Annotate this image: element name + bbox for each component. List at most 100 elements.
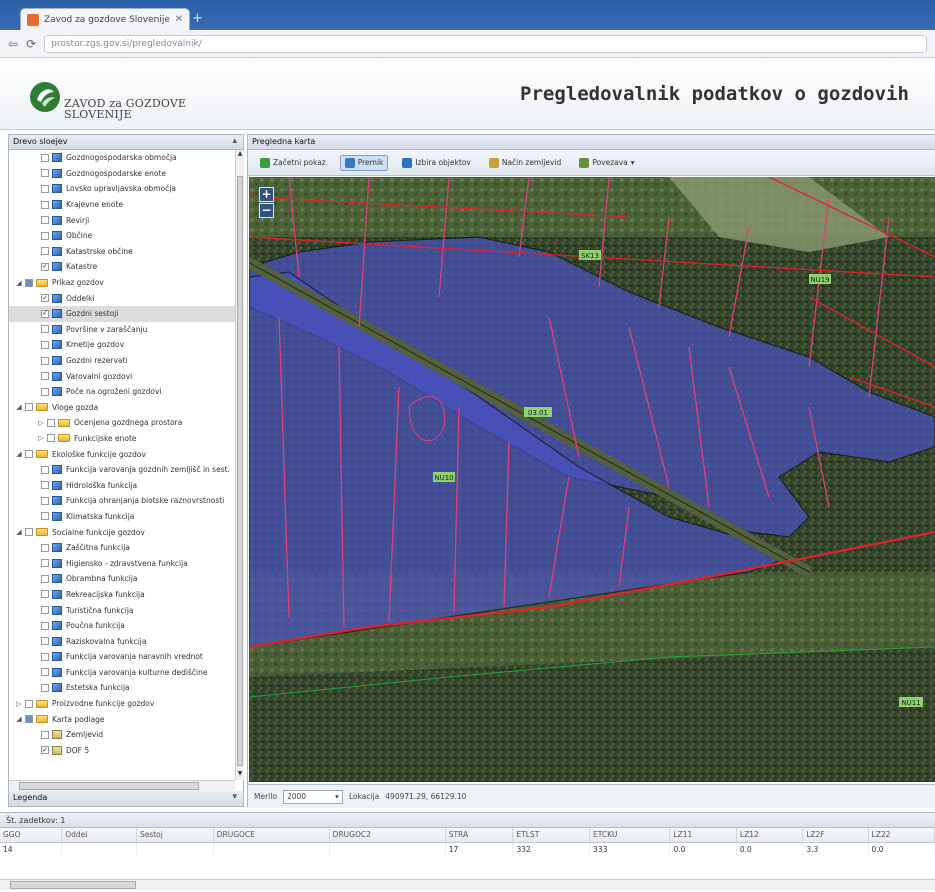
close-tab-icon[interactable]: ✕ <box>174 14 183 25</box>
expanded-arrow-icon[interactable]: ◢ <box>16 450 22 459</box>
column-header[interactable]: Oddel <box>61 828 137 843</box>
layer-checkbox[interactable]: ✓ <box>41 745 49 755</box>
layer-checkbox[interactable] <box>41 606 49 615</box>
chevron-down-icon[interactable]: ▾ <box>335 792 339 801</box>
layer-checkbox[interactable] <box>41 184 49 193</box>
layer-tree-item[interactable]: Gozdnogospodarske enote <box>9 166 235 182</box>
layer-checkbox[interactable] <box>41 668 49 677</box>
layer-checkbox[interactable] <box>41 465 49 474</box>
layer-checkbox[interactable] <box>41 652 49 661</box>
toolbar-button-measure[interactable]: Način zemljevid <box>485 156 565 170</box>
layer-checkbox[interactable] <box>41 356 49 365</box>
layer-checkbox[interactable] <box>25 699 33 708</box>
layer-tree-item[interactable]: Hidrološka funkcija <box>9 477 235 493</box>
column-header[interactable]: LZ12 <box>736 828 804 843</box>
collapsed-arrow-icon[interactable]: ▷ <box>16 699 22 708</box>
layer-tree-item[interactable]: Estetska funkcija <box>9 680 235 696</box>
layer-checkbox[interactable] <box>41 730 49 739</box>
layer-checkbox[interactable] <box>41 231 49 240</box>
layer-tree-item[interactable]: ▷Proizvodne funkcije gozdov <box>9 696 235 712</box>
layer-tree-item[interactable]: Lovsko upravljavska območja <box>9 181 235 197</box>
layer-checkbox[interactable] <box>25 450 33 459</box>
scale-select[interactable]: 2000 ▾ <box>282 789 343 804</box>
column-header[interactable]: ETLST <box>512 828 591 843</box>
layer-tree-item[interactable]: Gozdni rezervati <box>9 353 235 369</box>
scroll-down-icon[interactable]: ▼ <box>237 770 243 777</box>
tree-horizontal-scrollbar[interactable] <box>9 780 235 791</box>
layer-tree-item[interactable]: ◢Prikaz gozdov <box>9 275 235 291</box>
layer-tree-item[interactable]: Varovalni gozdovi <box>9 368 235 384</box>
layer-tree-item[interactable]: Klimatska funkcija <box>9 509 235 525</box>
column-header[interactable]: ETCKU <box>589 828 671 843</box>
layer-checkbox[interactable] <box>41 216 49 225</box>
column-header[interactable]: DRUGOCE <box>213 828 330 843</box>
layer-checkbox[interactable] <box>41 512 49 521</box>
browser-tab[interactable]: Zavod za gozdove Slovenije ✕ <box>20 8 190 30</box>
layer-tree-item[interactable]: Poučna funkcija <box>9 618 235 634</box>
layer-checkbox[interactable] <box>41 200 49 209</box>
layer-checkbox[interactable] <box>41 621 49 630</box>
layer-checkbox[interactable] <box>25 528 33 537</box>
zoom-in-button[interactable]: + <box>259 187 274 202</box>
expanded-arrow-icon[interactable]: ◢ <box>16 403 22 412</box>
layer-tree-item[interactable]: Obrambna funkcija <box>9 571 235 587</box>
layer-tree-item[interactable]: Kmetije gozdov <box>9 337 235 353</box>
column-header[interactable]: LZ2F <box>802 828 869 843</box>
layer-checkbox[interactable] <box>41 340 49 349</box>
layer-tree-item[interactable]: ◢Karta podlage <box>9 711 235 727</box>
layer-checkbox[interactable] <box>41 683 49 692</box>
layer-tree-item[interactable]: Revirji <box>9 212 235 228</box>
layer-tree-item[interactable]: ◢Socialne funkcije gozdov <box>9 524 235 540</box>
layer-tree-header[interactable]: Drevo sloejev ▴ <box>9 135 243 150</box>
layer-checkbox[interactable] <box>41 637 49 646</box>
layer-tree-item[interactable]: ✓Oddelki <box>9 290 235 306</box>
layer-checkbox[interactable]: ✓ <box>41 293 49 303</box>
results-scroll-thumb[interactable] <box>10 881 136 889</box>
layer-checkbox[interactable] <box>41 153 49 162</box>
expanded-arrow-icon[interactable]: ◢ <box>16 528 22 537</box>
column-header[interactable]: STRA <box>445 828 514 843</box>
legend-header[interactable]: Legenda ▾ <box>9 791 243 807</box>
layer-tree-item[interactable]: Funkcija varovanja naravnih vrednot <box>9 649 235 665</box>
layer-checkbox[interactable] <box>41 247 49 256</box>
layer-checkbox[interactable] <box>41 543 49 552</box>
scroll-thumb[interactable] <box>237 176 243 766</box>
layer-tree-item[interactable]: Zaščitna funkcija <box>9 540 235 556</box>
collapse-icon[interactable]: ▴ <box>232 136 237 146</box>
layer-checkbox[interactable] <box>41 559 49 568</box>
back-arrow-icon[interactable]: ⇦ <box>8 36 19 51</box>
layer-tree-item[interactable]: Funkcija ohranjanja biotske raznovrstnos… <box>9 493 235 509</box>
layer-tree-item[interactable]: Funkcija varovanja kulturne dediščine <box>9 665 235 681</box>
layer-tree-item[interactable]: Občine <box>9 228 235 244</box>
layer-tree-item[interactable]: Gozdnogospodarska območja <box>9 150 235 166</box>
url-input[interactable]: prostor.zgs.gov.si/pregledovalnik/ <box>44 34 927 53</box>
layer-tree-item[interactable]: Krajevne enote <box>9 197 235 213</box>
layer-tree-item[interactable]: Zemljevid <box>9 727 235 743</box>
layer-checkbox[interactable] <box>41 496 49 505</box>
layer-checkbox[interactable] <box>25 403 33 412</box>
layer-checkbox[interactable] <box>41 481 49 490</box>
collapsed-arrow-icon[interactable]: ▷ <box>38 418 44 427</box>
layer-checkbox[interactable] <box>41 590 49 599</box>
toolbar-button-home[interactable]: Začetni pokaz <box>256 156 330 170</box>
column-header[interactable]: LZ11 <box>669 828 737 843</box>
layer-tree-item[interactable]: Raziskovalna funkcija <box>9 633 235 649</box>
column-header[interactable]: DRUGOC2 <box>329 828 446 843</box>
reload-icon[interactable]: ⟳ <box>26 36 37 51</box>
zoom-out-button[interactable]: − <box>259 203 274 218</box>
layer-checkbox[interactable] <box>47 418 55 427</box>
layer-tree-item[interactable]: Rekreacijska funkcija <box>9 587 235 603</box>
layer-checkbox[interactable] <box>41 372 49 381</box>
layer-checkbox[interactable] <box>25 715 33 724</box>
map-view[interactable]: SK13 NU19 03.01 NU10 NU11 + − <box>249 177 935 782</box>
tree-vertical-scrollbar[interactable]: ▲ ▼ <box>235 150 244 780</box>
expanded-arrow-icon[interactable]: ◢ <box>16 715 22 724</box>
layer-checkbox[interactable] <box>47 434 55 443</box>
toolbar-button-pan[interactable]: Premik <box>339 154 389 171</box>
layer-checkbox[interactable] <box>25 278 33 287</box>
layer-checkbox[interactable] <box>41 325 49 334</box>
layer-tree-item[interactable]: ▷Ocenjena gozdnega prostora <box>9 415 235 431</box>
results-horizontal-scrollbar[interactable] <box>0 879 935 890</box>
layer-tree-item[interactable]: Higiensko - zdravstvena funkcija <box>9 555 235 571</box>
